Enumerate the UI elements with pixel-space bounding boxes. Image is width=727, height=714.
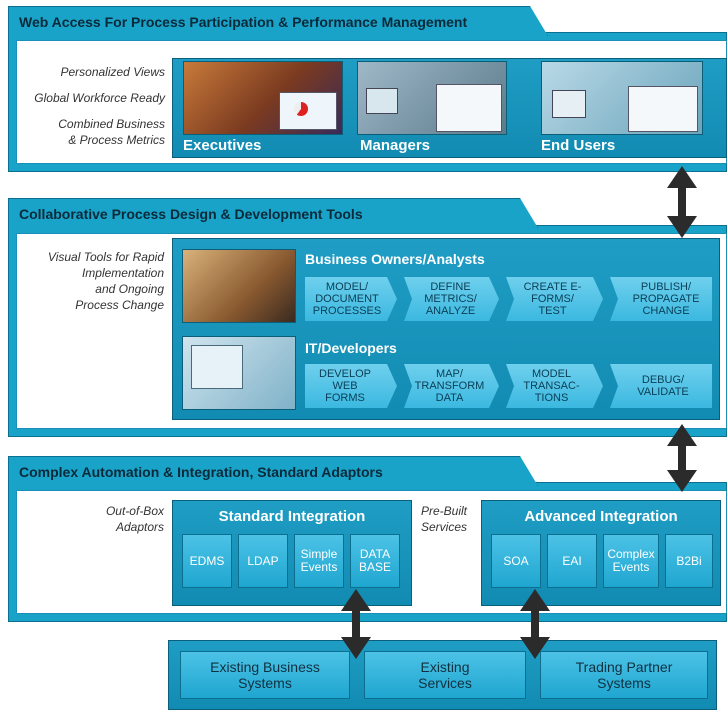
screen-icon: [279, 92, 337, 130]
report-screen-icon: [436, 84, 502, 132]
services-notes: Pre-Built Services: [421, 503, 491, 535]
role-end-users: End Users: [541, 137, 616, 154]
end-users-photo: [541, 61, 703, 135]
executives-photo: [183, 61, 343, 135]
note-ongoing: and Ongoing: [95, 282, 164, 296]
monitor-icon: [366, 88, 398, 114]
integration-title: Complex Automation & Integration, Standa…: [8, 456, 538, 486]
role-managers: Managers: [360, 137, 431, 154]
note-process-change: Process Change: [75, 298, 164, 312]
tile-b2bi: B2Bi: [665, 534, 713, 588]
tile-ldap: LDAP: [238, 534, 288, 588]
web-access-notes: Personalized Views Global Workforce Read…: [18, 64, 165, 148]
step-develop-web-forms: DEVELOP WEB FORMS: [305, 364, 397, 408]
arrow-advanced-services: [520, 589, 550, 659]
design-tools-title-text: Collaborative Process Design & Developme…: [19, 205, 363, 222]
step-model-document: MODEL/ DOCUMENT PROCESSES: [305, 277, 397, 321]
note-pre-built: Pre-Built: [421, 504, 468, 518]
system-services: Existing Services: [364, 651, 526, 699]
tile-eai: EAI: [547, 534, 597, 588]
system-trading-partner: Trading Partner Systems: [540, 651, 708, 699]
arrow-layer1-layer2: [667, 166, 697, 238]
tile-simple-events: Simple Events: [294, 534, 344, 588]
role-executives: Executives: [183, 137, 262, 154]
it-developers-title: IT/Developers: [305, 340, 397, 356]
note-implementation: Implementation: [81, 266, 164, 280]
step-create-eforms: CREATE E-FORMS/ TEST: [506, 277, 603, 321]
note-process-metrics: & Process Metrics: [68, 133, 165, 147]
arrow-standard-systems: [341, 589, 371, 659]
tile-edms: EDMS: [182, 534, 232, 588]
system-business: Existing Business Systems: [180, 651, 350, 699]
step-map-transform: MAP/ TRANSFORM DATA: [404, 364, 499, 408]
managers-photo: [357, 61, 507, 135]
note-adaptors: Adaptors: [115, 520, 164, 534]
pie-chart-icon: [294, 102, 308, 116]
desk-monitor-icon: [552, 90, 586, 118]
note-global-workforce: Global Workforce Ready: [34, 91, 165, 105]
note-out-of-box: Out-of-Box: [105, 504, 164, 518]
note-personalized-views: Personalized Views: [60, 65, 165, 79]
form-screen-icon: [628, 86, 698, 132]
note-services: Services: [421, 520, 468, 534]
arrow-layer2-layer3: [667, 424, 697, 492]
adaptors-notes: Out-of-Box Adaptors: [60, 503, 164, 535]
tile-soa: SOA: [491, 534, 541, 588]
dev-monitor-icon: [191, 345, 243, 389]
tile-complex-events: Complex Events: [603, 534, 659, 588]
note-visual-tools: Visual Tools for Rapid: [47, 250, 164, 264]
developers-photo: [182, 336, 296, 410]
business-owners-title: Business Owners/Analysts: [305, 251, 485, 267]
standard-integration-title: Standard Integration: [218, 508, 366, 525]
step-define-metrics: DEFINE METRICS/ ANALYZE: [404, 277, 499, 321]
analysts-photo: [182, 249, 296, 323]
integration-title-text: Complex Automation & Integration, Standa…: [19, 463, 383, 480]
advanced-integration-title: Advanced Integration: [524, 508, 678, 525]
step-debug-validate: DEBUG/ VALIDATE: [610, 364, 712, 408]
web-access-title-text: Web Access For Process Participation & P…: [19, 13, 468, 30]
tile-database: DATA BASE: [350, 534, 400, 588]
web-access-title: Web Access For Process Participation & P…: [8, 6, 548, 36]
step-model-transactions: MODEL TRANSAC- TIONS: [506, 364, 603, 408]
design-tools-notes: Visual Tools for Rapid Implementation an…: [18, 249, 164, 313]
note-combined-business: Combined Business: [58, 117, 165, 131]
step-publish-propagate: PUBLISH/ PROPAGATE CHANGE: [610, 277, 712, 321]
